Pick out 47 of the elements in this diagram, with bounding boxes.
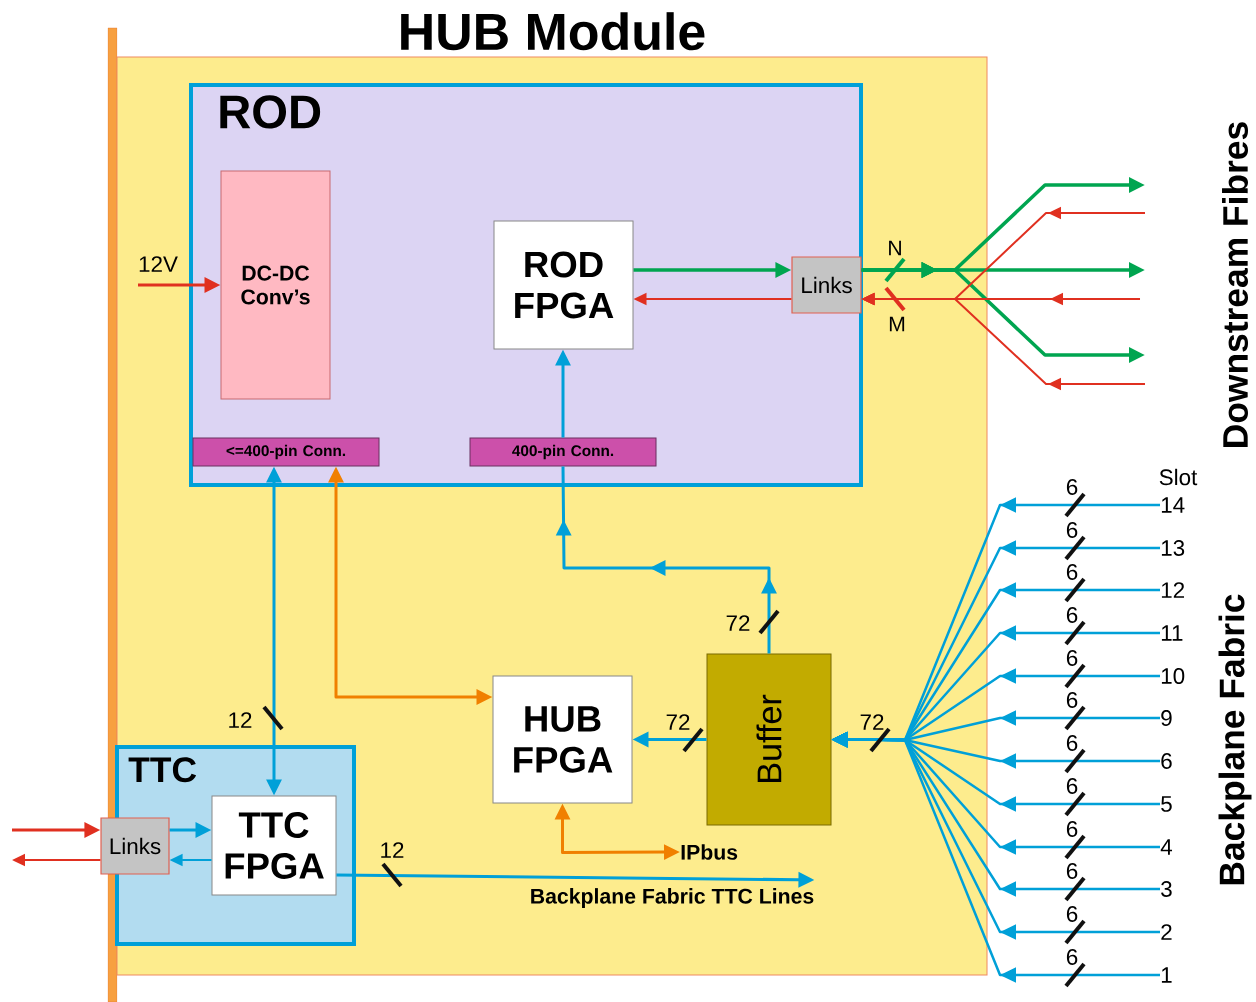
slot-number: 2 [1161, 924, 1172, 940]
bus-width-label: M [889, 316, 905, 332]
edge-label: 6 [1066, 906, 1078, 922]
connector-bar: 400-pin Conn. [469, 437, 657, 467]
slot-number: 4 [1160, 839, 1172, 855]
fpga-box: TTC FPGA [211, 795, 337, 896]
edge-label: 72 [726, 615, 750, 631]
slot-number: 1 [1161, 967, 1172, 983]
edge-label: 12 [381, 842, 404, 858]
connector-bar: <=400-pin Conn. [192, 437, 380, 467]
edge-label: 12V [139, 256, 178, 272]
edge-label: 6 [1066, 778, 1078, 794]
links-box: Links [791, 256, 862, 314]
converter-box: DC-DC Conv’s [220, 170, 331, 400]
edge-label: 6 [1066, 650, 1078, 666]
side-heading: Downstream Fibres [1222, 122, 1248, 447]
fpga-box: ROD FPGA [493, 220, 634, 350]
edge-label: 6 [1066, 949, 1078, 965]
edge-label: 12 [229, 712, 252, 728]
slot-number: 10 [1161, 668, 1185, 684]
edge-label: 6 [1066, 522, 1078, 538]
slot-number: 12 [1161, 582, 1184, 598]
edge-label: 6 [1066, 692, 1078, 708]
edge-label: 6 [1066, 821, 1078, 837]
slot-number: 5 [1161, 796, 1172, 812]
edge-label: 72 [666, 714, 690, 730]
slot-number: 13 [1161, 540, 1185, 556]
bus-width-label: 72 [860, 714, 884, 730]
edge-label: 6 [1066, 479, 1078, 495]
slot-number: 11 [1161, 625, 1183, 641]
edge-label: 6 [1066, 863, 1078, 879]
bus-label: Backplane Fabric TTC Lines [531, 888, 814, 908]
fpga-box: HUB FPGA [492, 675, 633, 804]
side-heading: Backplane Fabric [1218, 594, 1252, 885]
edge-label: 6 [1066, 607, 1078, 623]
slot-number: 6 [1161, 753, 1172, 769]
column-heading: Slot [1159, 468, 1198, 486]
edge-label: 6 [1066, 564, 1078, 580]
buffer-box: Buffer [706, 653, 832, 826]
diagram-title: HUB Module [401, 12, 705, 51]
bus-label: IPbus [681, 844, 738, 860]
slot-number: 3 [1161, 881, 1172, 897]
links-box: Links [100, 817, 170, 875]
slot-number: 14 [1161, 497, 1185, 513]
bus-width-label: N [889, 240, 901, 256]
slot-number: 9 [1161, 710, 1172, 726]
edge-label: 6 [1066, 735, 1078, 751]
